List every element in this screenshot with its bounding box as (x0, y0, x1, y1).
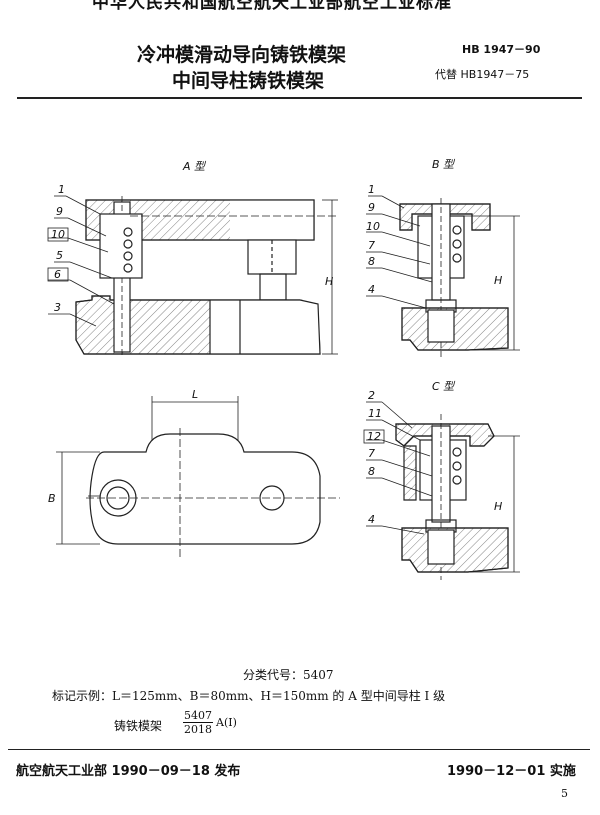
view-a-callout-6: 6 (54, 268, 61, 281)
fraction-suffix: A(I) (216, 716, 237, 729)
replaces-standard: 代替 HB1947－75 (435, 68, 530, 81)
part-name: 铸铁模架 (114, 719, 163, 733)
view-c-callout-2: 2 (368, 389, 375, 402)
view-b-dim-h: H (494, 274, 502, 287)
view-b-callout-4: 4 (368, 283, 375, 296)
view-a-callout-9: 9 (56, 205, 63, 218)
view-c-callout-11: 11 (368, 407, 382, 420)
part-code-fraction: 5407 2018 (183, 709, 213, 736)
page-number: 5 (561, 787, 568, 800)
standard-org-header: 中华人民共和国航空航天工业部航空工业标准 (92, 0, 452, 13)
view-c-callout-12: 12 (367, 430, 381, 443)
view-b-callout-1: 1 (368, 183, 375, 196)
view-b-drawing: B 型 H 1 9 10 7 8 4 (366, 158, 520, 358)
view-a-label: A 型 (182, 160, 207, 173)
fraction-numerator: 5407 (183, 709, 213, 723)
plan-dim-l: L (192, 388, 198, 401)
issued-by: 航空航天工业部 1990－09－18 发布 (16, 764, 241, 779)
view-b-label: B 型 (432, 158, 456, 171)
view-b-callout-7: 7 (368, 239, 375, 252)
plan-dim-b: B (48, 492, 56, 505)
header-rule (17, 97, 582, 99)
view-a-callout-3: 3 (54, 301, 61, 314)
view-c-label: C 型 (432, 380, 456, 393)
view-c-callout-8: 8 (368, 465, 375, 478)
view-a-callout-10: 10 (51, 228, 65, 241)
plan-view-drawing: L B (48, 388, 340, 560)
view-c-callout-7: 7 (368, 447, 375, 460)
view-b-callout-10: 10 (366, 220, 380, 233)
view-c-drawing: C 型 H 2 11 12 7 8 4 (363, 380, 520, 580)
view-c-dim-h: H (494, 500, 502, 513)
view-a-drawing: A 型 H (47, 160, 338, 356)
view-a-callout-1: 1 (58, 183, 65, 196)
view-a-dim-h: H (325, 275, 333, 288)
view-b-callout-9: 9 (368, 201, 375, 214)
effective-date: 1990－12－01 实施 (447, 764, 576, 779)
classification-code: 分类代号：5407 (243, 668, 334, 682)
document-title-line2: 中间导柱铸铁模架 (172, 70, 325, 92)
marking-example: 标记示例：L＝125mm、B＝80mm、H＝150mm 的 A 型中间导柱 I … (52, 689, 446, 703)
document-title-line1: 冷冲模滑动导向铸铁模架 (137, 44, 347, 66)
view-b-callout-8: 8 (368, 255, 375, 268)
fraction-denominator: 2018 (184, 723, 212, 736)
view-a-callout-5: 5 (56, 249, 63, 262)
standard-number: HB 1947－90 (462, 43, 541, 56)
view-c-callout-4: 4 (368, 513, 375, 526)
footer-rule (8, 749, 590, 750)
